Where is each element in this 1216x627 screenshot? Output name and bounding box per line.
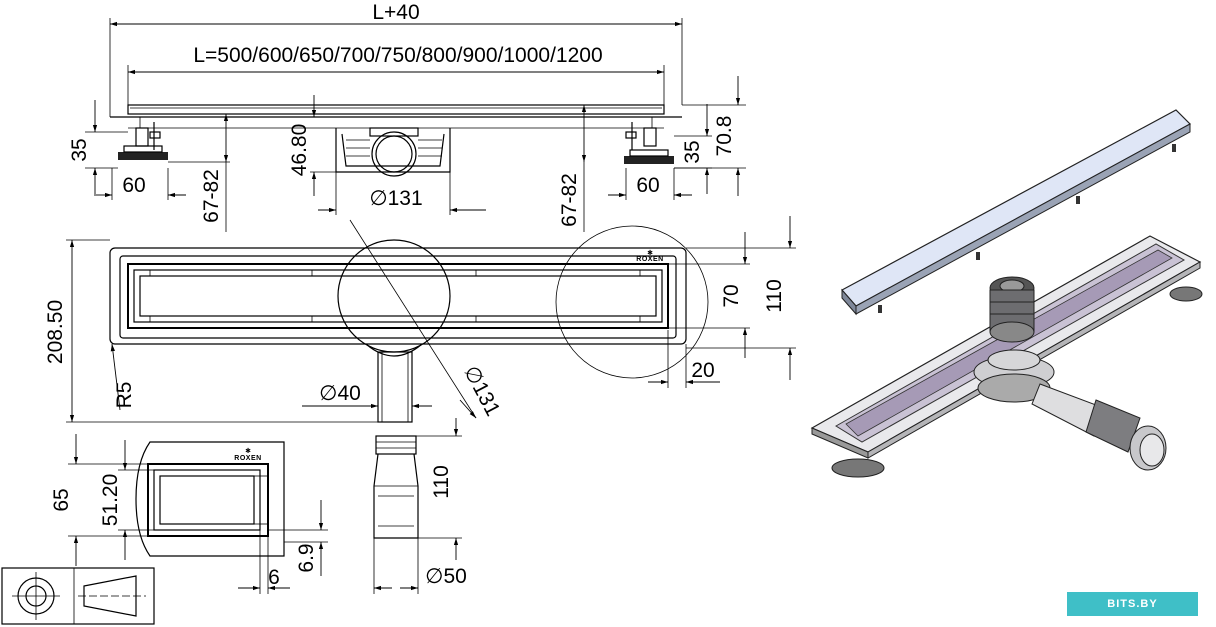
channel-3d: [810, 235, 1202, 459]
dim-adjust-left: 67-82: [200, 169, 223, 223]
dim-foot-height-right: 35: [681, 140, 704, 163]
dim-outlet-height: 46.80: [288, 124, 311, 177]
watermark-badge: BITS.BY: [1067, 592, 1198, 616]
dim-pipe-outer-dia: ∅50: [425, 565, 467, 588]
dim-end-offset: 20: [691, 359, 714, 382]
grate-3d: [841, 109, 1191, 316]
end-detail-view: ROXEN ✱ 65 51.20 6 6.9: [50, 434, 328, 594]
trap-insert-3d: [987, 276, 1041, 371]
dim-foot-height-left: 35: [68, 138, 91, 161]
pipe-fitting-view: 110 ∅50: [373, 418, 467, 594]
side-elevation-view: L+40 L=500/600/650/700/750/800/900/1000/…: [68, 1, 746, 232]
dim-outlet-dia-plan: ∅131: [459, 362, 504, 420]
dim-adjust-right: 67-82: [558, 173, 581, 227]
dim-foot-width-left: 60: [122, 174, 145, 197]
svg-text:✱: ✱: [647, 249, 653, 257]
brand-label-detail: ROXEN: [234, 455, 261, 462]
svg-text:✱: ✱: [245, 447, 251, 455]
channel-frame-plan: [109, 247, 687, 345]
dim-detail-69: 6.9: [295, 543, 318, 572]
dim-pipe-dia: ∅40: [319, 382, 361, 405]
channel-grate-side: [127, 104, 665, 115]
siphon-3d: [973, 355, 1167, 471]
isometric-3d-view: [810, 109, 1203, 478]
dim-detail-51: 51.20: [99, 474, 122, 527]
dim-foot-width-right: 60: [636, 174, 659, 197]
dim-total-length: L+40: [372, 1, 419, 24]
dim-width-total: 208.50: [44, 300, 67, 364]
dim-channel-inner: 70: [720, 284, 743, 307]
dim-pipe-length: 110: [430, 465, 453, 498]
dim-corner-radius: R5: [113, 382, 136, 409]
right-foot: [624, 122, 674, 164]
outlet-trap-side: [335, 127, 451, 177]
dim-lengths: L=500/600/650/700/750/800/900/1000/1200: [193, 44, 602, 67]
dim-outlet-dia: ∅131: [369, 187, 422, 210]
detail-circle: [555, 225, 709, 379]
dim-detail-6: 6: [268, 566, 280, 589]
dim-channel-outer: 110: [763, 279, 786, 312]
projection-symbol: [1, 567, 155, 625]
brand-label-plan: ROXEN: [636, 256, 663, 263]
left-foot: [118, 122, 168, 160]
dim-detail-65: 65: [50, 488, 73, 511]
plan-view: ROXEN ✱ ∅131 208.50 R5 ∅40 70: [44, 216, 796, 423]
dim-total-height: 70.8: [713, 116, 736, 157]
